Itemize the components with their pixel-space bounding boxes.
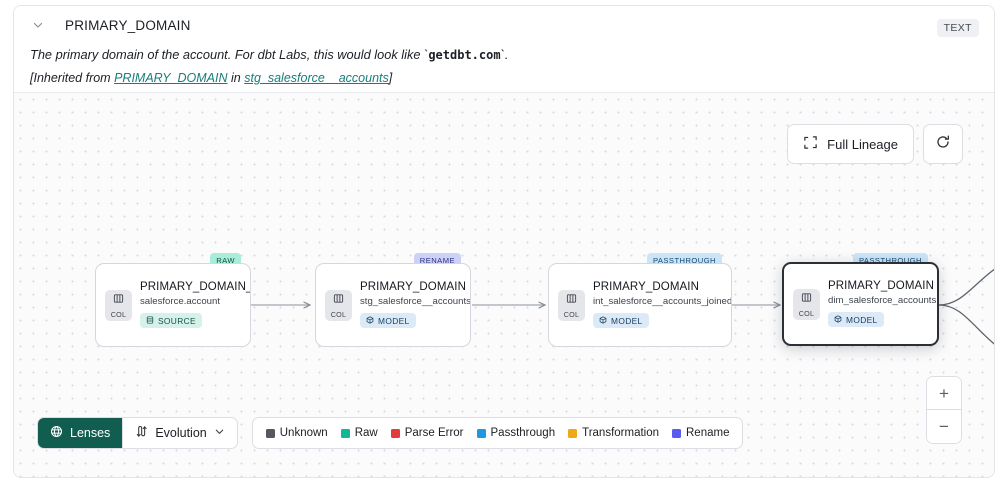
- refresh-button[interactable]: [923, 124, 963, 164]
- column-header: PRIMARY_DOMAIN TEXT The primary domain o…: [14, 6, 994, 92]
- inherited-middle: in: [227, 71, 245, 86]
- col-chip: COL: [793, 288, 820, 320]
- lineage-legend: Unknown Raw Parse Error Passthrough Tran…: [251, 417, 744, 449]
- legend-item: Raw: [340, 427, 378, 439]
- legend-label: Passthrough: [490, 427, 556, 439]
- node-kind-label: MODEL: [378, 315, 410, 326]
- full-lineage-label: Full Lineage: [827, 136, 898, 152]
- legend-item: Transformation: [568, 427, 659, 439]
- lineage-node-stg-salesforce-accounts[interactable]: RENAME COL PRIMARY_DOMAIN stg_salesforce…: [315, 253, 471, 347]
- column-icon: [113, 291, 124, 309]
- node-kind-chip: SOURCE: [140, 313, 202, 329]
- node-kind-label: MODEL: [846, 314, 878, 325]
- page-title: PRIMARY_DOMAIN: [65, 17, 191, 33]
- node-title: PRIMARY_DOMAIN: [360, 281, 466, 294]
- lineage-nodes: RAW COL PRIMARY_DOMAIN__C salesforce.acc…: [14, 93, 994, 477]
- col-chip: COL: [105, 289, 132, 321]
- column-icon: [566, 291, 577, 309]
- legend-swatch: [265, 428, 275, 438]
- expand-corners-icon: [803, 135, 818, 153]
- lens-badge: PASSTHROUGH: [852, 253, 928, 277]
- legend-label: Rename: [686, 427, 730, 439]
- legend-swatch: [340, 428, 350, 438]
- legend-label: Transformation: [582, 427, 659, 439]
- legend-item: Parse Error: [390, 427, 464, 439]
- description-code: getdbt.com: [428, 48, 501, 62]
- legend-label: Parse Error: [404, 427, 464, 439]
- node-subtitle: int_salesforce__accounts_joined: [593, 296, 731, 308]
- legend-label: Raw: [354, 427, 378, 439]
- cube-icon: [834, 315, 842, 325]
- type-badge: TEXT: [936, 19, 979, 37]
- col-label: COL: [563, 310, 580, 319]
- lenses-button[interactable]: Lenses: [38, 418, 123, 448]
- col-label: COL: [110, 310, 127, 319]
- column-icon: [801, 290, 812, 308]
- description-text-post: `.: [500, 47, 509, 62]
- inherited-suffix: ]: [388, 71, 393, 86]
- inherited-model-link[interactable]: stg_salesforce__accounts: [244, 71, 389, 86]
- legend-swatch: [568, 428, 578, 438]
- col-label: COL: [798, 309, 815, 318]
- node-kind-label: SOURCE: [158, 315, 196, 326]
- node-kind-label: MODEL: [611, 315, 643, 326]
- col-chip: COL: [325, 289, 352, 321]
- inherited-prefix: [Inherited from: [30, 71, 115, 86]
- cube-icon: [366, 316, 374, 326]
- legend-swatch: [672, 428, 681, 438]
- canvas-top-controls: Full Lineage: [787, 124, 963, 164]
- node-kind-chip: MODEL: [828, 312, 884, 328]
- lens-aperture-icon: [50, 425, 63, 441]
- column-icon: [333, 291, 344, 309]
- zoom-controls: + −: [926, 376, 962, 444]
- lineage-node-int-salesforce-accounts-joined[interactable]: PASSTHROUGH COL PRIMARY_DOMAIN int_sales…: [548, 253, 732, 347]
- chevron-down-icon: [214, 426, 225, 440]
- sort-updown-icon: [135, 425, 148, 441]
- lineage-node-dim-salesforce-accounts[interactable]: PASSTHROUGH COL PRIMARY_DOMAIN dim_sales…: [782, 253, 939, 346]
- legend-item: Passthrough: [476, 427, 556, 439]
- node-kind-chip: MODEL: [360, 313, 416, 329]
- node-title: PRIMARY_DOMAIN__C: [140, 281, 250, 294]
- canvas-bottom-toolbar: Lenses Evolution: [37, 417, 744, 449]
- evolution-label: Evolution: [155, 426, 207, 440]
- refresh-icon: [935, 134, 951, 155]
- lineage-edges: [251, 268, 994, 345]
- col-chip: COL: [558, 289, 585, 321]
- lineage-canvas[interactable]: Full Lineage: [14, 92, 994, 477]
- lens-badge: RENAME: [413, 253, 461, 277]
- zoom-out-button[interactable]: −: [927, 410, 961, 443]
- node-subtitle: stg_salesforce__accounts: [360, 296, 470, 308]
- node-title: PRIMARY_DOMAIN: [828, 280, 934, 293]
- lens-badge: RAW: [210, 253, 241, 277]
- lineage-node-primary-domain-c[interactable]: RAW COL PRIMARY_DOMAIN__C salesforce.acc…: [95, 253, 251, 347]
- description-text-pre: The primary domain of the account. For d…: [30, 47, 429, 62]
- column-lineage-panel: PRIMARY_DOMAIN TEXT The primary domain o…: [13, 5, 995, 478]
- chevron-down-icon[interactable]: [30, 17, 46, 33]
- node-subtitle: dim_salesforce_accounts: [828, 295, 937, 307]
- legend-label: Unknown: [279, 427, 328, 439]
- node-kind-chip: MODEL: [593, 313, 649, 329]
- node-title: PRIMARY_DOMAIN: [593, 281, 699, 294]
- legend-swatch: [476, 428, 486, 438]
- inherited-from-note: [Inherited from PRIMARY_DOMAIN in stg_sa…: [30, 71, 978, 85]
- inherited-column-link[interactable]: PRIMARY_DOMAIN: [114, 71, 228, 86]
- node-subtitle: salesforce.account: [140, 296, 220, 308]
- column-description: The primary domain of the account. For d…: [30, 46, 978, 63]
- legend-item: Rename: [672, 427, 729, 439]
- cube-icon: [599, 316, 607, 326]
- evolution-dropdown[interactable]: Evolution: [122, 418, 236, 448]
- lens-mode-group: Lenses Evolution: [37, 417, 238, 449]
- legend-swatch: [390, 428, 400, 438]
- lenses-label: Lenses: [70, 426, 111, 440]
- col-label: COL: [330, 310, 347, 319]
- legend-item: Unknown: [265, 427, 328, 439]
- database-icon: [146, 316, 154, 326]
- lens-badge: PASSTHROUGH: [646, 253, 722, 277]
- full-lineage-button[interactable]: Full Lineage: [787, 124, 914, 164]
- zoom-in-button[interactable]: +: [927, 377, 961, 410]
